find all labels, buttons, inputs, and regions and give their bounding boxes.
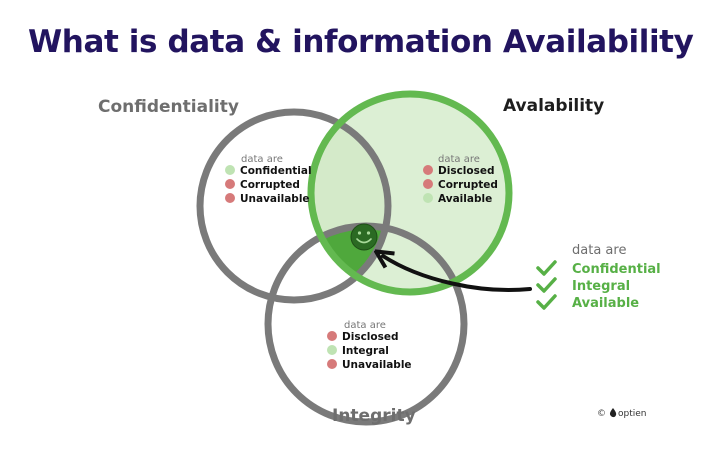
page-title: What is data & information Availability — [28, 24, 694, 60]
check-icon — [536, 260, 557, 276]
copyright-symbol: © — [597, 409, 606, 419]
cross-icon — [423, 179, 433, 189]
availability-circle — [307, 90, 513, 296]
list-item: Corrupted — [438, 179, 498, 191]
cross-icon — [327, 331, 337, 341]
check-icon — [225, 165, 235, 175]
callout-item: Integral — [572, 279, 630, 294]
list-item: Integral — [342, 345, 389, 357]
list-heading: data are — [438, 154, 480, 165]
confidentiality-label: Confidentiality — [98, 97, 239, 117]
list-item: Unavailable — [342, 359, 412, 371]
integrity-label: Integrity — [332, 406, 416, 426]
brand-name: optien — [618, 409, 647, 419]
cross-icon — [225, 179, 235, 189]
confidentiality-circle — [196, 108, 392, 304]
callout-item: Available — [572, 296, 639, 311]
cross-icon — [423, 165, 433, 175]
check-icon — [536, 277, 557, 293]
list-heading: data are — [344, 320, 386, 331]
cross-icon — [327, 359, 337, 369]
availability-label: Avalability — [503, 96, 604, 116]
integrity-list: data are Disclosed Integral Unavailable — [327, 320, 412, 371]
check-icon — [423, 193, 433, 203]
availability-list: data are Disclosed Corrupted Available — [423, 154, 498, 205]
list-item: Corrupted — [240, 179, 300, 191]
cross-icon — [225, 193, 235, 203]
check-icon — [536, 294, 557, 310]
list-heading: data are — [241, 154, 283, 165]
confidentiality-list: data are Confidential Corrupted Unavaila… — [225, 154, 312, 205]
smiley-icon — [350, 223, 378, 251]
callout-heading: data are — [572, 243, 626, 258]
check-icon — [327, 345, 337, 355]
list-item: Unavailable — [240, 193, 310, 205]
list-item: Confidential — [240, 165, 312, 177]
callout-item: Confidential — [572, 262, 661, 277]
list-item: Disclosed — [342, 331, 399, 343]
brand-mark: © optien — [597, 408, 647, 419]
drop-logo-icon — [609, 408, 617, 418]
list-item: Available — [438, 193, 492, 205]
callout: data are Confidential Integral Available — [536, 243, 661, 311]
pointer-arrow — [383, 256, 532, 292]
list-item: Disclosed — [438, 165, 495, 177]
